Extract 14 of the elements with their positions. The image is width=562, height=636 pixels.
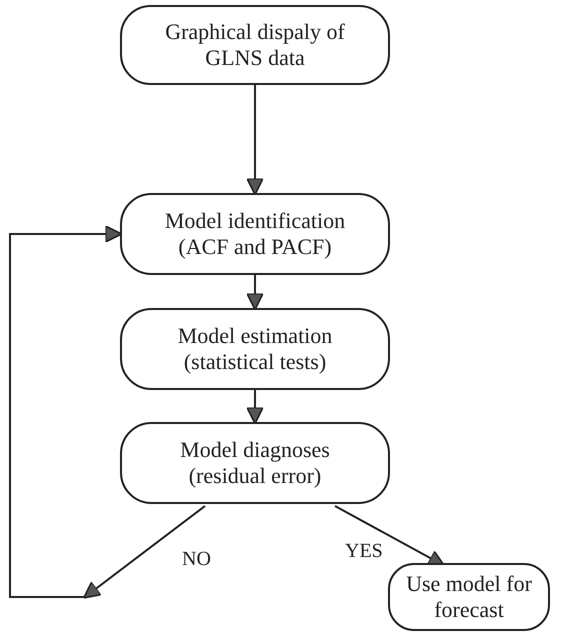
step-text: Model diagnoses (residual error): [179, 437, 331, 489]
arrow: [9, 225, 206, 598]
process-box: [120, 422, 390, 504]
process-box: [388, 563, 550, 631]
step-text: Model estimation (statistical tests): [176, 323, 334, 375]
process-box: [120, 5, 390, 85]
step-text: Model identification (ACF and PACF): [164, 208, 346, 260]
process-box: [120, 193, 390, 275]
step-text: Graphical dispaly of GLNS data: [164, 19, 346, 71]
arrow: [246, 390, 264, 424]
process-box: [120, 308, 390, 390]
step-text: Use model for forecast: [405, 571, 533, 623]
arrow: [246, 275, 264, 310]
arrow: [246, 85, 264, 196]
